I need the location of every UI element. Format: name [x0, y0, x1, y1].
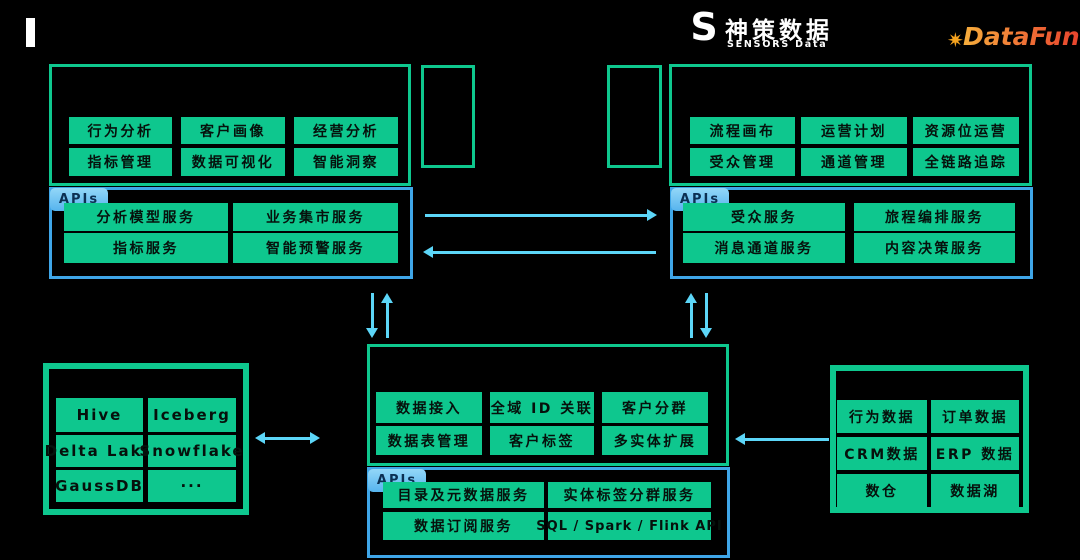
spacer-box-left — [421, 65, 475, 168]
api-service-cell: 内容决策服务 — [854, 233, 1015, 263]
arrow-up-icon — [685, 293, 697, 338]
arrow-down-icon — [366, 293, 378, 338]
lake-engines-grid: Hive Iceberg Delta Lake Snowflake GaussD… — [45, 398, 243, 502]
marketing-feature-cell: 全链路追踪 — [913, 148, 1019, 176]
api-service-cell: 旅程编排服务 — [854, 203, 1015, 231]
arrow-left-icon — [423, 246, 656, 258]
api-service-cell: 消息通道服务 — [683, 233, 845, 263]
sensors-logo-icon: S — [690, 5, 718, 49]
marketing-feature-cell: 受众管理 — [690, 148, 795, 176]
api-service-cell: 受众服务 — [683, 203, 845, 231]
analytics-feature-cell: 数据可视化 — [181, 148, 285, 176]
data-source-cell: 行为数据 — [837, 400, 927, 433]
marketing-api-grid: 受众服务 旅程编排服务 消息通道服务 内容决策服务 — [683, 203, 1015, 263]
arrow-left-icon — [735, 433, 829, 445]
lake-engine-cell: Iceberg — [148, 398, 236, 432]
arrow-down-icon — [700, 293, 712, 338]
data-source-cell: 订单数据 — [931, 400, 1019, 433]
slide-accent-bar — [26, 18, 35, 47]
arrow-right-icon — [425, 209, 657, 221]
api-service-cell: 指标服务 — [64, 233, 228, 263]
data-sources-panel — [830, 365, 1029, 513]
marketing-feature-cell: 运营计划 — [801, 117, 907, 144]
arrow-up-icon — [381, 293, 393, 338]
platform-feature-cell: 客户分群 — [602, 392, 708, 423]
sensors-logo-subtitle: SENSORS Data — [727, 39, 828, 50]
data-source-cell: 数仓 — [837, 474, 927, 507]
marketing-feature-cell: 资源位运营 — [913, 117, 1019, 144]
platform-panel — [367, 344, 729, 466]
analytics-feature-cell: 指标管理 — [69, 148, 172, 176]
data-source-cell: 数据湖 — [931, 474, 1019, 507]
arrow-double-horizontal-icon — [255, 432, 320, 444]
analytics-panel — [49, 64, 411, 186]
platform-feature-cell: 数据接入 — [376, 392, 482, 423]
platform-feature-cell: 多实体扩展 — [602, 426, 708, 455]
api-service-cell: 分析模型服务 — [64, 203, 228, 231]
analytics-feature-cell: 智能洞察 — [294, 148, 398, 176]
spacer-box-right — [607, 65, 662, 168]
analytics-feature-cell: 行为分析 — [69, 117, 172, 144]
data-sources-grid: 行为数据 订单数据 CRM数据 ERP 数据 数仓 数据湖 — [837, 400, 1019, 507]
marketing-feature-grid: 流程画布 运营计划 资源位运营 受众管理 通道管理 全链路追踪 — [690, 117, 1019, 176]
data-source-cell: CRM数据 — [837, 437, 927, 470]
marketing-panel — [669, 64, 1032, 186]
lake-engine-cell: Hive — [56, 398, 143, 432]
analytics-feature-cell: 经营分析 — [294, 117, 398, 144]
lake-engine-cell: GaussDB — [55, 470, 143, 502]
api-service-cell: SQL / Spark / Flink API — [536, 512, 722, 540]
analytics-feature-grid: 行为分析 客户画像 经营分析 指标管理 数据可视化 智能洞察 — [69, 117, 398, 176]
platform-feature-cell: 全域 ID 关联 — [490, 392, 594, 423]
platform-feature-grid: 数据接入 全域 ID 关联 客户分群 数据表管理 客户标签 多实体扩展 — [376, 392, 708, 455]
api-service-cell: 目录及元数据服务 — [383, 482, 544, 508]
analytics-api-panel — [49, 187, 413, 279]
sensors-logo-name: 神策数据 — [725, 18, 833, 44]
lake-engine-cell: Delta Lake — [45, 435, 152, 467]
analytics-api-grid: 分析模型服务 业务集市服务 指标服务 智能预警服务 — [64, 203, 398, 263]
lake-engines-panel — [43, 363, 249, 515]
marketing-api-panel — [670, 187, 1033, 279]
platform-api-panel — [367, 467, 730, 558]
api-service-cell: 实体标签分群服务 — [548, 482, 711, 508]
datafun-logo: DataFun — [963, 22, 1080, 51]
platform-api-grid: 目录及元数据服务 实体标签分群服务 数据订阅服务 SQL / Spark / F… — [383, 482, 722, 540]
datafun-sparkle-icon: ✷ — [947, 28, 964, 52]
marketing-feature-cell: 通道管理 — [801, 148, 907, 176]
api-service-cell: 智能预警服务 — [233, 233, 398, 263]
platform-feature-cell: 数据表管理 — [376, 426, 482, 455]
api-service-cell: 业务集市服务 — [233, 203, 398, 231]
marketing-feature-cell: 流程画布 — [690, 117, 795, 144]
lake-engine-cell: ··· — [148, 470, 236, 502]
analytics-feature-cell: 客户画像 — [181, 117, 285, 144]
api-service-cell: 数据订阅服务 — [383, 512, 544, 540]
data-source-cell: ERP 数据 — [931, 437, 1019, 470]
lake-engine-cell: Snowflake — [139, 435, 243, 467]
platform-feature-cell: 客户标签 — [490, 426, 594, 455]
